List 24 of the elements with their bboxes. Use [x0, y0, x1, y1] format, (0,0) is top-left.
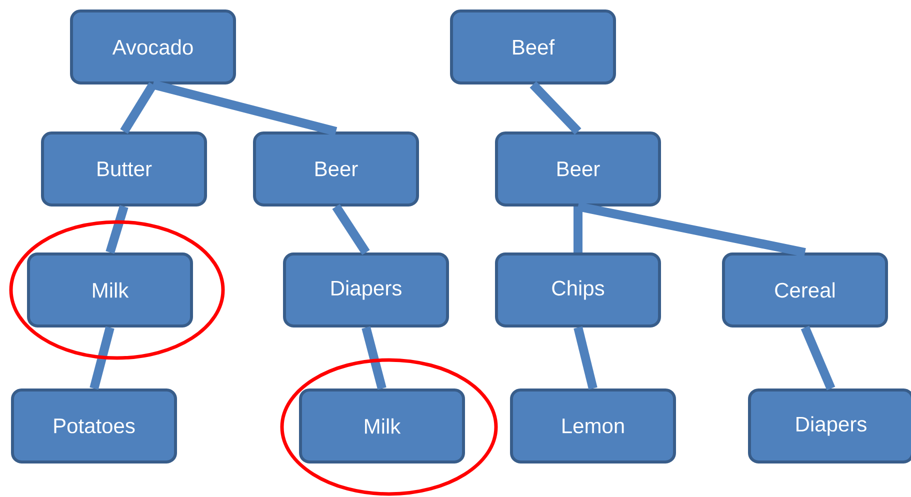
item-box: Diapers — [283, 252, 449, 328]
item-box: Chips — [495, 252, 661, 328]
connector-line — [90, 326, 114, 390]
item-box: Beef — [450, 10, 616, 84]
item-box: Beer — [253, 132, 419, 206]
connector-line — [800, 326, 836, 390]
item-box: Milk — [27, 252, 193, 328]
item-box: Butter — [41, 132, 207, 206]
item-box: Cereal — [722, 252, 888, 328]
connector-line — [152, 80, 338, 136]
item-box: Avocado — [70, 10, 236, 84]
connector-line — [574, 206, 582, 252]
item-box: Beer — [495, 132, 661, 206]
connector-line — [332, 204, 370, 255]
connector-line — [530, 81, 582, 135]
connector-line — [362, 326, 386, 390]
connector-line — [577, 202, 806, 257]
item-box: Diapers — [748, 388, 911, 464]
connector-line — [120, 82, 157, 134]
item-box: Lemon — [510, 388, 676, 464]
item-box: Potatoes — [11, 388, 177, 464]
item-box: Milk — [299, 388, 465, 464]
connector-line — [574, 326, 598, 390]
connector-line — [106, 205, 128, 254]
